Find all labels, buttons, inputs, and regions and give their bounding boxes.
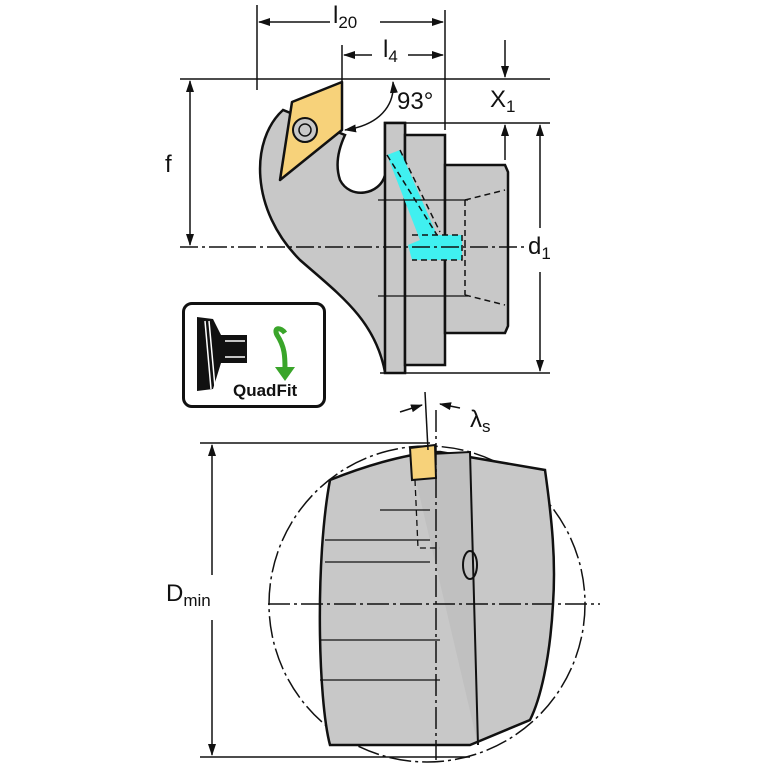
end-view bbox=[200, 391, 600, 763]
dim-lambda-s-main: λ bbox=[470, 406, 482, 433]
dim-l4: l4 bbox=[383, 36, 398, 66]
coolant-channel bbox=[387, 150, 462, 260]
dim-dmin-sub: min bbox=[183, 591, 211, 610]
quadfit-label: QuadFit bbox=[233, 381, 298, 400]
side-view bbox=[258, 80, 510, 375]
dim-l20: l20 bbox=[333, 2, 358, 32]
end-view-insert bbox=[408, 443, 438, 482]
quadfit-icon bbox=[197, 317, 295, 391]
insert-screw bbox=[292, 117, 318, 143]
quadfit-badge: QuadFit bbox=[182, 302, 326, 408]
dim-l20-main: l bbox=[333, 2, 339, 29]
dim-dmin-main: D bbox=[166, 580, 184, 607]
dim-lambda-s-sub: s bbox=[482, 417, 491, 436]
thread-section bbox=[443, 163, 510, 335]
dim-d1-main: d bbox=[528, 233, 542, 260]
dim-l4-sub: 4 bbox=[388, 47, 398, 66]
dim-x1-sub: 1 bbox=[506, 97, 516, 116]
side-dimensions bbox=[180, 5, 550, 374]
dim-f: f bbox=[165, 151, 172, 178]
dim-x1: X1 bbox=[490, 86, 516, 116]
dim-l4-main: l bbox=[383, 36, 389, 63]
dim-lambda-s: λs bbox=[470, 406, 491, 436]
holder-head bbox=[258, 108, 407, 374]
dim-d1-sub: 1 bbox=[541, 244, 551, 263]
dim-x1-main: X bbox=[490, 86, 507, 113]
dim-l20-sub: 20 bbox=[338, 13, 358, 32]
dim-dmin: Dmin bbox=[166, 582, 211, 609]
angle-93: 93° bbox=[397, 88, 434, 115]
dim-d1: d1 bbox=[528, 235, 551, 262]
